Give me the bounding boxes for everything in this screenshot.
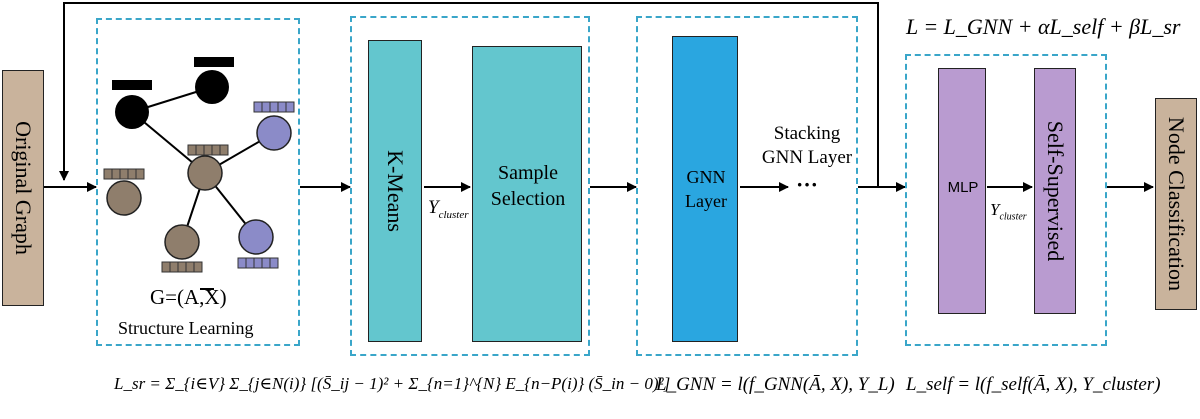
graph-node-brown-1: [187, 155, 223, 191]
original-graph-label: Original Graph: [11, 121, 36, 255]
sample-selection-line1: Sample: [498, 162, 558, 184]
structure-learning-caption: Structure Learning: [118, 318, 254, 338]
node-classification-block: Node Classification: [1155, 98, 1197, 310]
sample-selection-line2: Selection: [490, 188, 566, 210]
structure-learning-box: [96, 18, 300, 346]
feature-bar-black-2: [194, 57, 234, 67]
gnn-box: [636, 16, 858, 356]
feature-bar-brown-2: [161, 261, 203, 273]
graph-node-black-1: [115, 95, 149, 129]
feature-bar-purple-1: [253, 101, 295, 113]
feature-bar-brown-1: [187, 144, 229, 156]
kmeans-block: K-Means: [368, 40, 422, 342]
stacking-line2: GNN Layer: [761, 147, 853, 168]
self-supervised-label: Self-Supervised: [1043, 120, 1068, 262]
graph-node-brown-2: [164, 224, 200, 260]
original-graph-block: Original Graph: [2, 70, 44, 306]
graph-node-brown-left: [106, 180, 142, 216]
gnn-layer-block: GNN Layer: [672, 36, 738, 342]
self-supervised-box: [905, 54, 1107, 346]
gnn-layer-line1: GNN: [686, 167, 726, 187]
self-supervised-block: Self-Supervised: [1034, 68, 1076, 314]
sr-loss-formula: L_sr = Σ_{i∈V} Σ_{j∈N(i)} [(S̄_ij − 1)² …: [114, 374, 671, 393]
graph-node-purple-2: [238, 219, 274, 255]
mlp-block: MLP: [938, 68, 986, 314]
feature-bar-purple-2: [237, 257, 279, 269]
gnn-loss-formula: L_GNN = l(f_GNN(Ā, X), Y_L): [656, 374, 895, 395]
stack-ellipsis: ···: [796, 172, 819, 197]
gnn-layer-line2: Layer: [685, 191, 727, 211]
cluster-label-2: Ycluster: [990, 200, 1027, 223]
graph-node-black-2: [195, 70, 229, 104]
stacking-line1: Stacking: [773, 123, 841, 144]
feature-bar-black-1: [112, 80, 152, 90]
graph-notation: G=(A,X): [150, 285, 227, 309]
node-classification-label: Node Classification: [1164, 116, 1189, 292]
feature-bar-brown-left: [103, 168, 145, 180]
sample-selection-block: Sample Selection: [472, 46, 582, 342]
self-loss-formula: L_self = l(f_self(Ā, X), Y_cluster): [906, 374, 1161, 395]
a-bar-overline: [200, 288, 214, 290]
mlp-label: MLP: [947, 179, 979, 196]
kmeans-label: K-Means: [383, 150, 408, 232]
graph-node-purple-1: [256, 115, 292, 151]
cluster-label-1: Ycluster: [428, 197, 469, 221]
clustering-box: [350, 16, 590, 356]
total-loss-formula: L = L_GNN + αL_self + βL_sr: [906, 14, 1181, 39]
feedback-loop-arrow: [59, 2, 879, 188]
